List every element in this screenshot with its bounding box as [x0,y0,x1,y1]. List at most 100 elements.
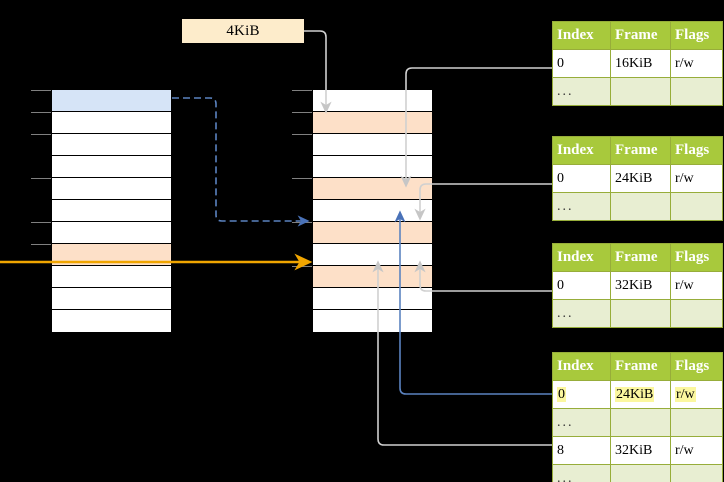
physical-memory-frames-row[interactable] [313,310,432,332]
col-header-flags: Flags [670,136,723,165]
cell-index: 0 [552,49,611,78]
virtual-address-space-row[interactable] [52,244,171,266]
row-tick-mark [31,112,51,113]
cell-frame [610,192,671,221]
cell-frame: 32KiB [610,436,671,465]
page-table-1-wrap: Index Frame Flags 0 16KiB r/w ... [552,21,723,106]
cell-frame [610,408,671,437]
col-header-frame: Frame [610,352,671,381]
col-header-flags: Flags [670,352,723,381]
physical-memory-frames-row[interactable] [313,134,432,156]
col-header-index: Index [552,243,611,272]
cell-index: 0 [552,380,611,409]
virtual-address-space-row[interactable] [52,90,171,112]
table-row[interactable]: 0 24KiB r/w [552,164,723,193]
cell-frame [610,299,671,328]
cell-index: 8 [552,436,611,465]
row-tick-mark [31,222,51,223]
virtual-address-space-row[interactable] [52,266,171,288]
col-header-index: Index [552,352,611,381]
cell-index: ... [552,192,611,221]
cell-frame: 24KiB [610,380,671,409]
col-header-index: Index [552,136,611,165]
table-header-row: Index Frame Flags [552,21,723,50]
virtual-address-space-row[interactable] [52,222,171,244]
virtual-address-space-row[interactable] [52,310,171,332]
page-table-2[interactable]: Index Frame Flags 0 24KiB r/w ... [552,136,723,221]
cell-flags [670,77,723,106]
physical-memory-frames-row[interactable] [313,178,432,200]
table-row-ellipsis[interactable]: ... [552,192,723,221]
col-header-frame: Frame [610,136,671,165]
cell-frame: 32KiB [610,271,671,300]
cell-index-text: 0 [557,386,566,402]
table-row[interactable]: 8 32KiB r/w [552,436,723,465]
cell-flags: r/w [670,271,723,300]
physical-memory-frames-row[interactable] [313,90,432,112]
cell-index: ... [552,464,611,482]
cell-flags [670,299,723,328]
table-row[interactable]: 0 16KiB r/w [552,49,723,78]
cell-flags [670,192,723,221]
table-row-highlighted[interactable]: 0 24KiB r/w [552,380,723,409]
page-table-3[interactable]: Index Frame Flags 0 32KiB r/w ... [552,243,723,328]
physical-memory-frames-row[interactable] [313,288,432,310]
table-header-row: Index Frame Flags [552,136,723,165]
table-header-row: Index Frame Flags [552,352,723,381]
physical-memory-frames-row[interactable] [313,200,432,222]
virtual-address-space-row[interactable] [52,112,171,134]
table-row[interactable]: 0 32KiB r/w [552,271,723,300]
physical-memory-frames-row[interactable] [313,156,432,178]
physical-memory-frames-row[interactable] [313,222,432,244]
cell-flags: r/w [670,436,723,465]
col-header-flags: Flags [670,21,723,50]
cell-index: 0 [552,271,611,300]
page-table-4[interactable]: Index Frame Flags 0 24KiB r/w ... 8 32Ki… [552,352,723,482]
table-header-row: Index Frame Flags [552,243,723,272]
row-tick-mark [31,134,51,135]
cell-index: ... [552,408,611,437]
row-tick-mark [292,266,312,267]
page-table-2-wrap: Index Frame Flags 0 24KiB r/w ... [552,136,723,221]
table-row-ellipsis[interactable]: ... [552,408,723,437]
page-table-3-wrap: Index Frame Flags 0 32KiB r/w ... [552,243,723,328]
cell-flags-text: r/w [675,386,696,402]
cell-flags [670,464,723,482]
cell-frame: 16KiB [610,49,671,78]
col-header-index: Index [552,21,611,50]
physical-memory-frames-row[interactable] [313,112,432,134]
virtual-address-space-row[interactable] [52,288,171,310]
table-row-ellipsis[interactable]: ... [552,299,723,328]
virtual-address-space-row[interactable] [52,156,171,178]
virtual-address-space-row[interactable] [52,178,171,200]
row-tick-mark [292,178,312,179]
cell-flags: r/w [670,49,723,78]
page-size-label: 4KiB [182,19,304,43]
physical-memory-frames-row[interactable] [313,244,432,266]
table-row-ellipsis[interactable]: ... [552,77,723,106]
cell-frame-text: 24KiB [615,386,655,402]
virtual-address-space-row[interactable] [52,134,171,156]
row-tick-mark [31,244,51,245]
cell-flags: r/w [670,164,723,193]
cell-frame [610,77,671,106]
table-row-ellipsis[interactable]: ... [552,464,723,482]
row-tick-mark [292,222,312,223]
row-tick-mark [292,90,312,91]
col-header-frame: Frame [610,21,671,50]
cell-index: ... [552,77,611,106]
col-header-flags: Flags [670,243,723,272]
cell-index: 0 [552,164,611,193]
virtual-address-space-row[interactable] [52,200,171,222]
cell-flags: r/w [670,380,723,409]
row-tick-mark [31,178,51,179]
col-header-frame: Frame [610,243,671,272]
row-tick-mark [292,112,312,113]
physical-memory-frames-row[interactable] [313,266,432,288]
cell-frame: 24KiB [610,164,671,193]
page-table-4-wrap: Index Frame Flags 0 24KiB r/w ... 8 32Ki… [552,352,723,482]
page-table-1[interactable]: Index Frame Flags 0 16KiB r/w ... [552,21,723,106]
cell-flags [670,408,723,437]
row-tick-mark [292,134,312,135]
